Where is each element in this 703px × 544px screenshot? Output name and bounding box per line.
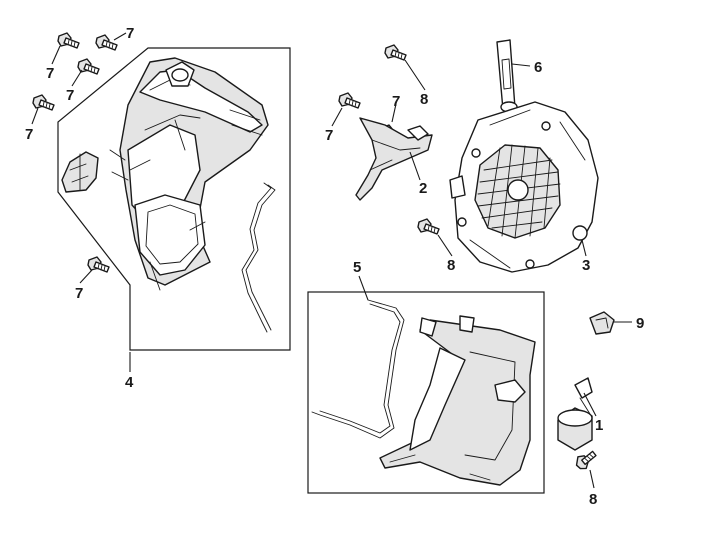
callout-8b: 8 [447,257,455,274]
bolt-8a [384,44,407,61]
callout-7g: 7 [325,127,333,144]
callout-7f: 7 [392,93,400,110]
callout-9: 9 [636,315,644,332]
wire-spring [311,299,405,439]
seal-strip [241,182,276,333]
callout-7a: 7 [126,25,134,42]
callout-7c: 7 [66,87,74,104]
clip-bracket [61,151,99,193]
bolt-7d [32,94,55,111]
bolt-8b [417,218,440,235]
clip-nut-part [589,311,615,335]
bolt-7e [87,256,110,273]
callout-2: 2 [419,180,427,197]
callout-4: 4 [125,374,134,391]
strap-part [496,39,518,113]
bolt-7a [57,32,80,49]
assembly-box-4 [57,47,291,351]
bolt-7b [95,34,118,51]
bolt-7f [338,92,361,109]
leader-lines [31,32,632,489]
callout-8c: 8 [589,491,597,508]
assembly-box-5 [307,291,545,494]
callout-3: 3 [582,257,590,274]
callout-6: 6 [534,59,542,76]
callout-1: 1 [595,417,603,434]
bolt-8c [572,445,598,473]
callout-7d: 7 [25,126,33,143]
fan-shroud-part [109,57,269,291]
collar-part [557,377,593,451]
lower-housing-part [379,315,536,486]
callout-7e: 7 [75,285,83,302]
callout-8a: 8 [420,91,428,108]
callout-5: 5 [353,259,361,276]
callout-7b: 7 [46,65,54,82]
bracket-part [355,117,433,201]
fan-cover-part [449,101,599,273]
